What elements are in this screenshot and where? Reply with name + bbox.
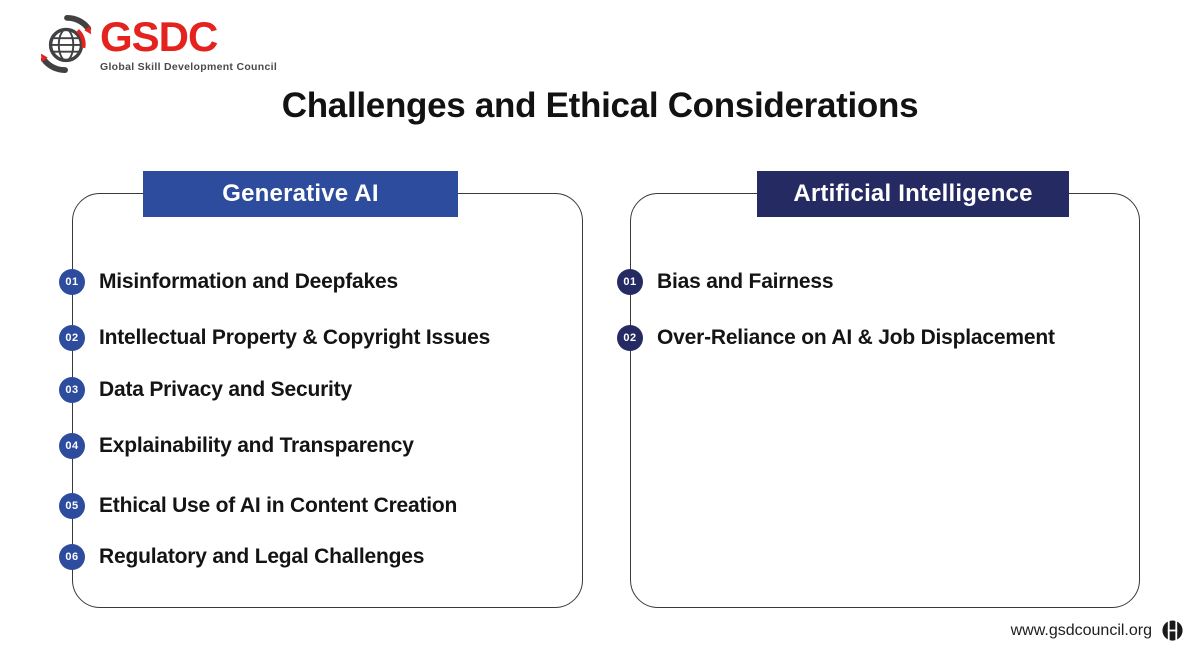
list-item: 02 Over-Reliance on AI & Job Displacemen…: [617, 325, 1055, 351]
logo-text: GSDC Global Skill Development Council: [100, 13, 277, 73]
item-number-badge: 03: [59, 377, 85, 403]
item-label: Intellectual Property & Copyright Issues: [99, 326, 491, 349]
list-item: 01 Bias and Fairness: [617, 269, 834, 295]
item-label: Ethical Use of AI in Content Creation: [99, 494, 458, 517]
gsdc-logo: GSDC Global Skill Development Council: [38, 13, 277, 73]
panel-generative-ai: Generative AI 01 Misinformation and Deep…: [59, 171, 583, 608]
list-item: 04 Explainability and Transparency: [59, 433, 414, 459]
item-number-badge: 04: [59, 433, 85, 459]
list-item: 05 Ethical Use of AI in Content Creation: [59, 493, 457, 519]
list-item: 03 Data Privacy and Security: [59, 377, 352, 403]
footer: www.gsdcouncil.org: [1011, 619, 1184, 642]
item-label: Explainability and Transparency: [99, 434, 414, 457]
globe-swoosh-icon: [38, 13, 96, 73]
panel-header-generative-ai: Generative AI: [143, 171, 458, 217]
brand-name: GSDC: [100, 13, 218, 60]
globe-icon: [1161, 619, 1184, 642]
item-number-badge: 05: [59, 493, 85, 519]
item-number-badge: 01: [59, 269, 85, 295]
item-number-badge: 01: [617, 269, 643, 295]
item-label: Bias and Fairness: [657, 270, 834, 293]
item-label: Regulatory and Legal Challenges: [99, 545, 425, 568]
list-item: 01 Misinformation and Deepfakes: [59, 269, 398, 295]
panel-header-label: Generative AI: [222, 180, 379, 207]
panel-header-label: Artificial Intelligence: [793, 180, 1033, 207]
list-item: 02 Intellectual Property & Copyright Iss…: [59, 325, 490, 351]
item-number-badge: 02: [617, 325, 643, 351]
website-url: www.gsdcouncil.org: [1010, 621, 1152, 639]
panel-header-artificial-intelligence: Artificial Intelligence: [757, 171, 1069, 217]
item-number-badge: 06: [59, 544, 85, 570]
item-label: Over-Reliance on AI & Job Displacement: [657, 326, 1055, 349]
list-item: 06 Regulatory and Legal Challenges: [59, 544, 424, 570]
brand-tagline: Global Skill Development Council: [100, 61, 278, 73]
page-title: Challenges and Ethical Considerations: [281, 86, 919, 125]
item-label: Misinformation and Deepfakes: [99, 270, 398, 293]
item-label: Data Privacy and Security: [99, 378, 352, 401]
panel-artificial-intelligence: Artificial Intelligence 01 Bias and Fair…: [617, 171, 1140, 608]
item-number-badge: 02: [59, 325, 85, 351]
